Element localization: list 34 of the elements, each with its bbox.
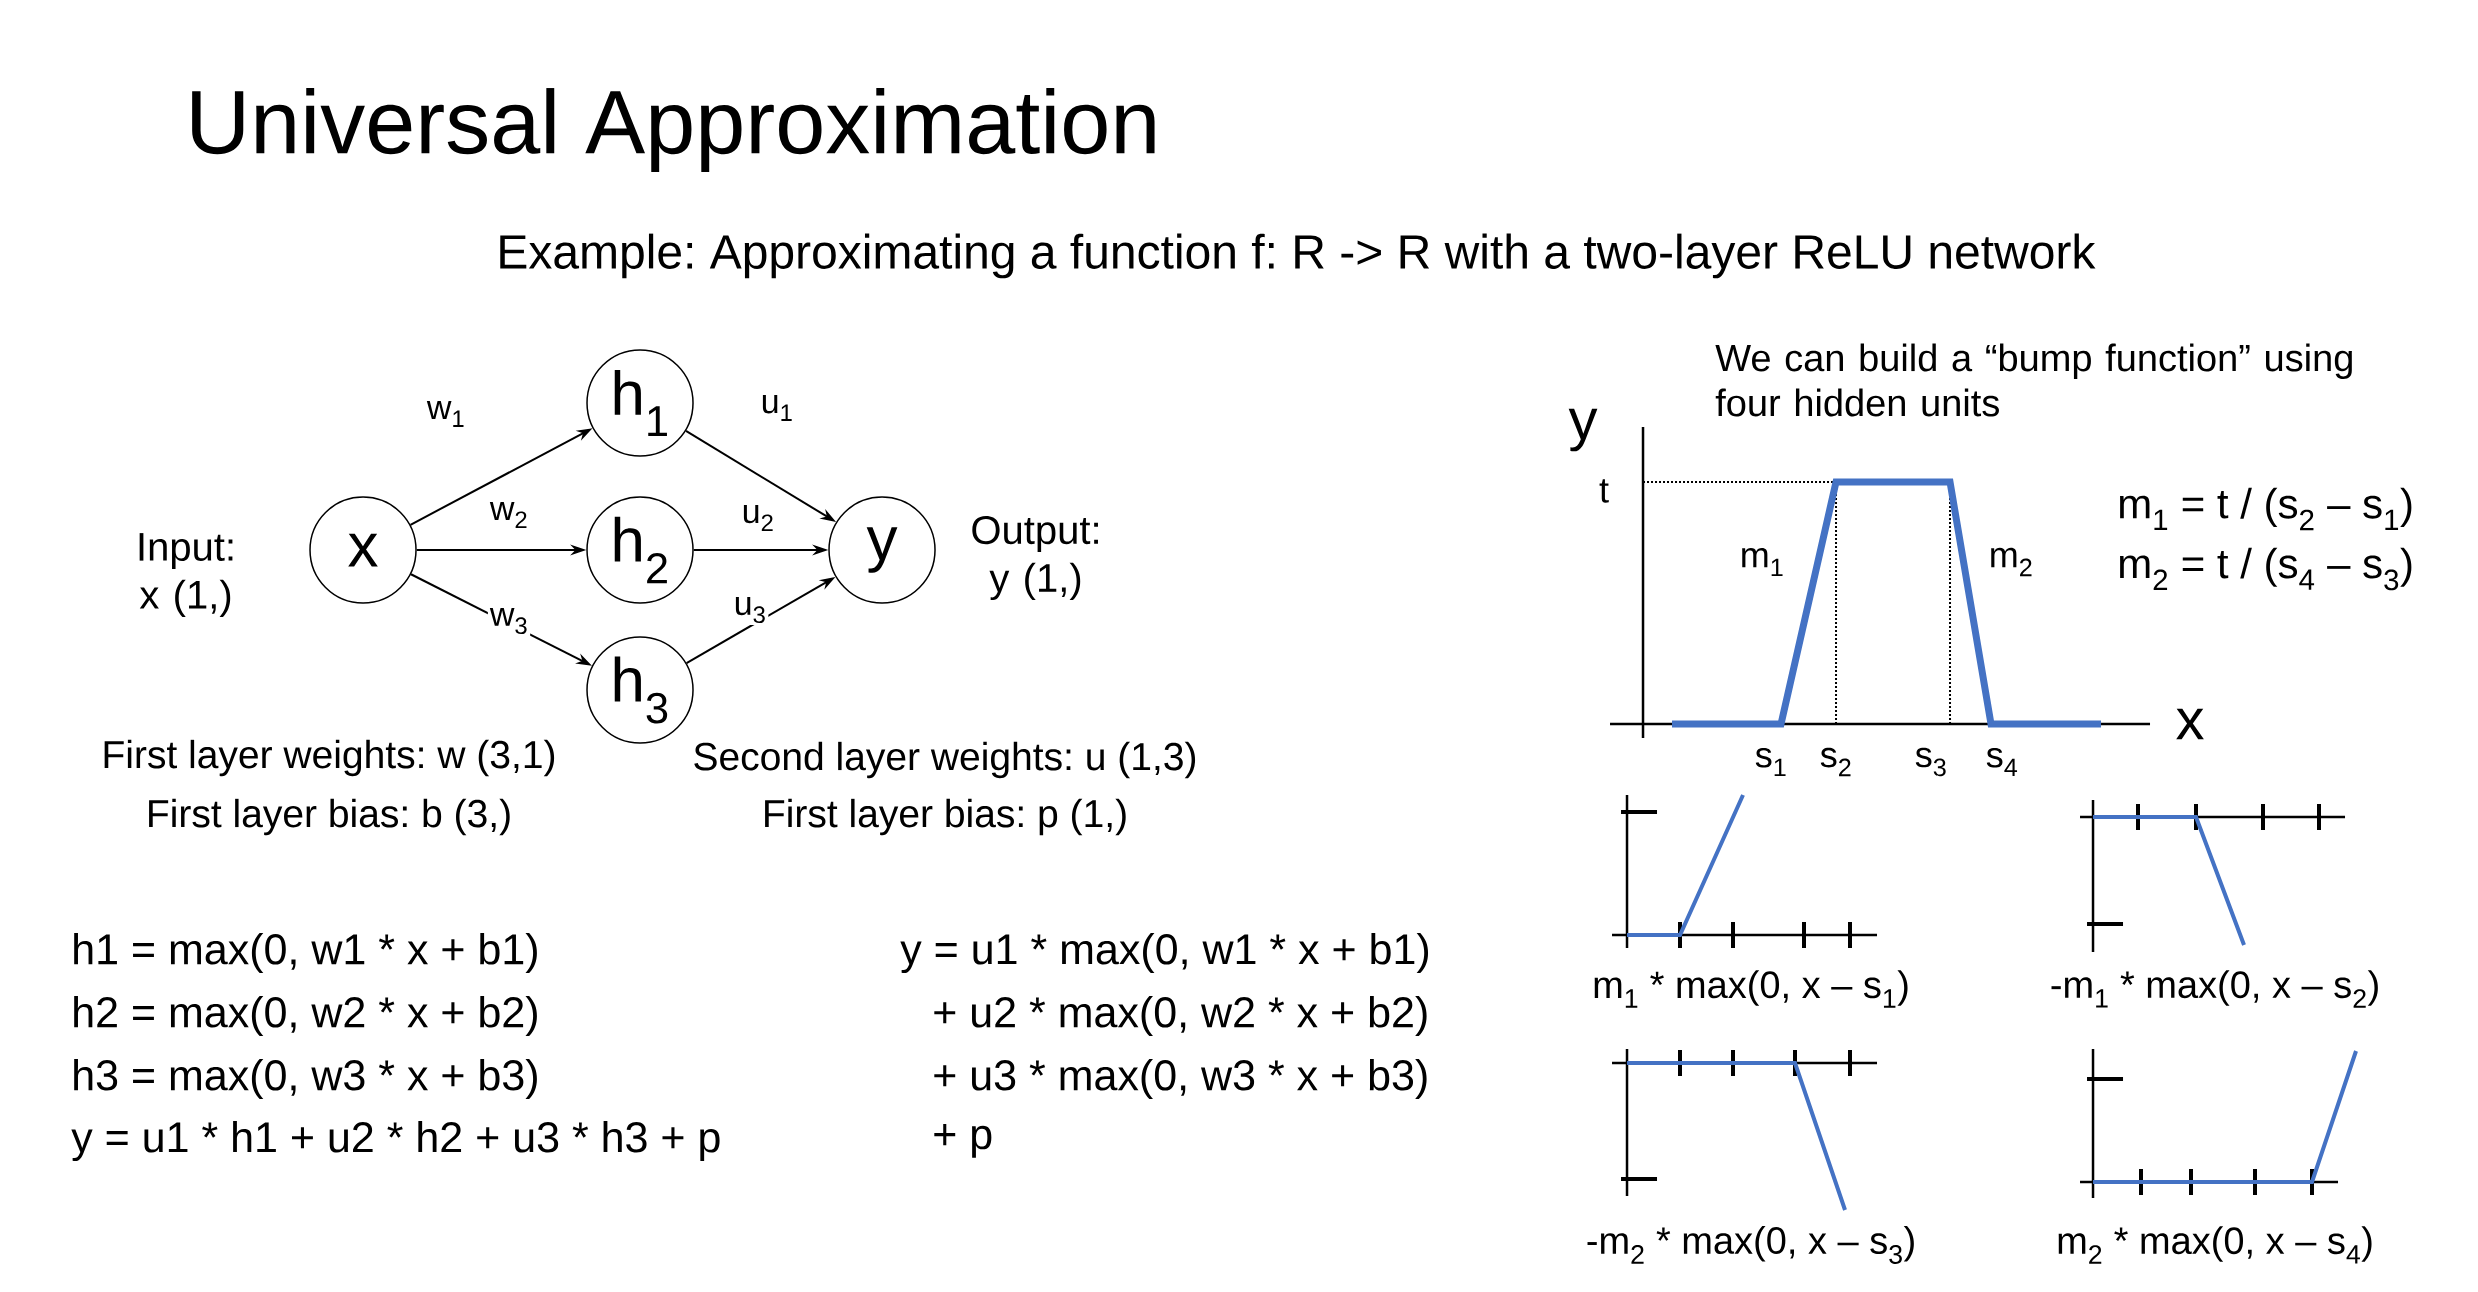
axis-label: y [1568,408,1598,452]
edge-label: u$_{1}$ [758,393,796,423]
equation: + u3 * max(0, w3 * x + b3) [934,1058,1427,1100]
io-label: Input: x (1,) [139,533,233,617]
layer-info-text: First layer bias: b (3,) [149,798,510,836]
layer-info-text: First layer bias: p (1,) [765,798,1126,836]
equation: m$_{2}$ = t / (s$_{4}$ – s$_{3}$) [2120,547,2412,591]
equation: h1 = max(0, w1 * x + b1) [74,932,537,974]
plot-caption: -m$_{1}$ * max(0, x – s$_{2}$) [2051,970,2378,1008]
subtitle: Example: Approximating a function f: R -> R with a two-layer ReLU network [500,233,2096,279]
equation: y = u1 * max(0, w1 * x + b1) [900,932,1429,974]
equation: h2 = max(0, w2 * x + b2) [74,995,537,1037]
layer-info-text: Second layer weights: u (1,3) [694,741,1196,779]
tick-label: s$_{2}$ [1820,747,1851,777]
axis-label: x [2176,708,2204,740]
equation: + p [934,1124,992,1158]
edge-label: w$_{1}$ [424,399,468,429]
plot-caption: -m$_{2}$ * max(0, x – s$_{3}$) [1587,1226,1914,1264]
slide-title: Universal Approximation [192,88,1155,172]
io-label: Output: y (1,) [972,515,1098,601]
layer-info-text: First layer weights: w (3,1) [104,739,555,777]
description-text: We can build a “bump function” using four hidden units [1715,343,2352,417]
slope-label: m$_{2}$ [1991,547,2032,577]
tick-label: t [1599,479,1609,503]
plot-caption: m$_{1}$ * max(0, x – s$_{1}$) [1594,970,1908,1008]
slope-label: m$_{1}$ [1742,547,1783,577]
tick-label: s$_{3}$ [1915,747,1946,777]
tick-label: s$_{1}$ [1755,747,1786,777]
equation: + u2 * max(0, w2 * x + b2) [934,995,1427,1037]
equation: y = u1 * h1 + u2 * h2 + u3 * h3 + p [71,1120,720,1162]
equation: m$_{1}$ = t / (s$_{2}$ – s$_{1}$) [2120,487,2412,531]
equation: h3 = max(0, w3 * x + b3) [74,1058,537,1100]
tick-label: s$_{4}$ [1986,747,2018,777]
plot-caption: m$_{2}$ * max(0, x – s$_{4}$) [2058,1226,2372,1264]
